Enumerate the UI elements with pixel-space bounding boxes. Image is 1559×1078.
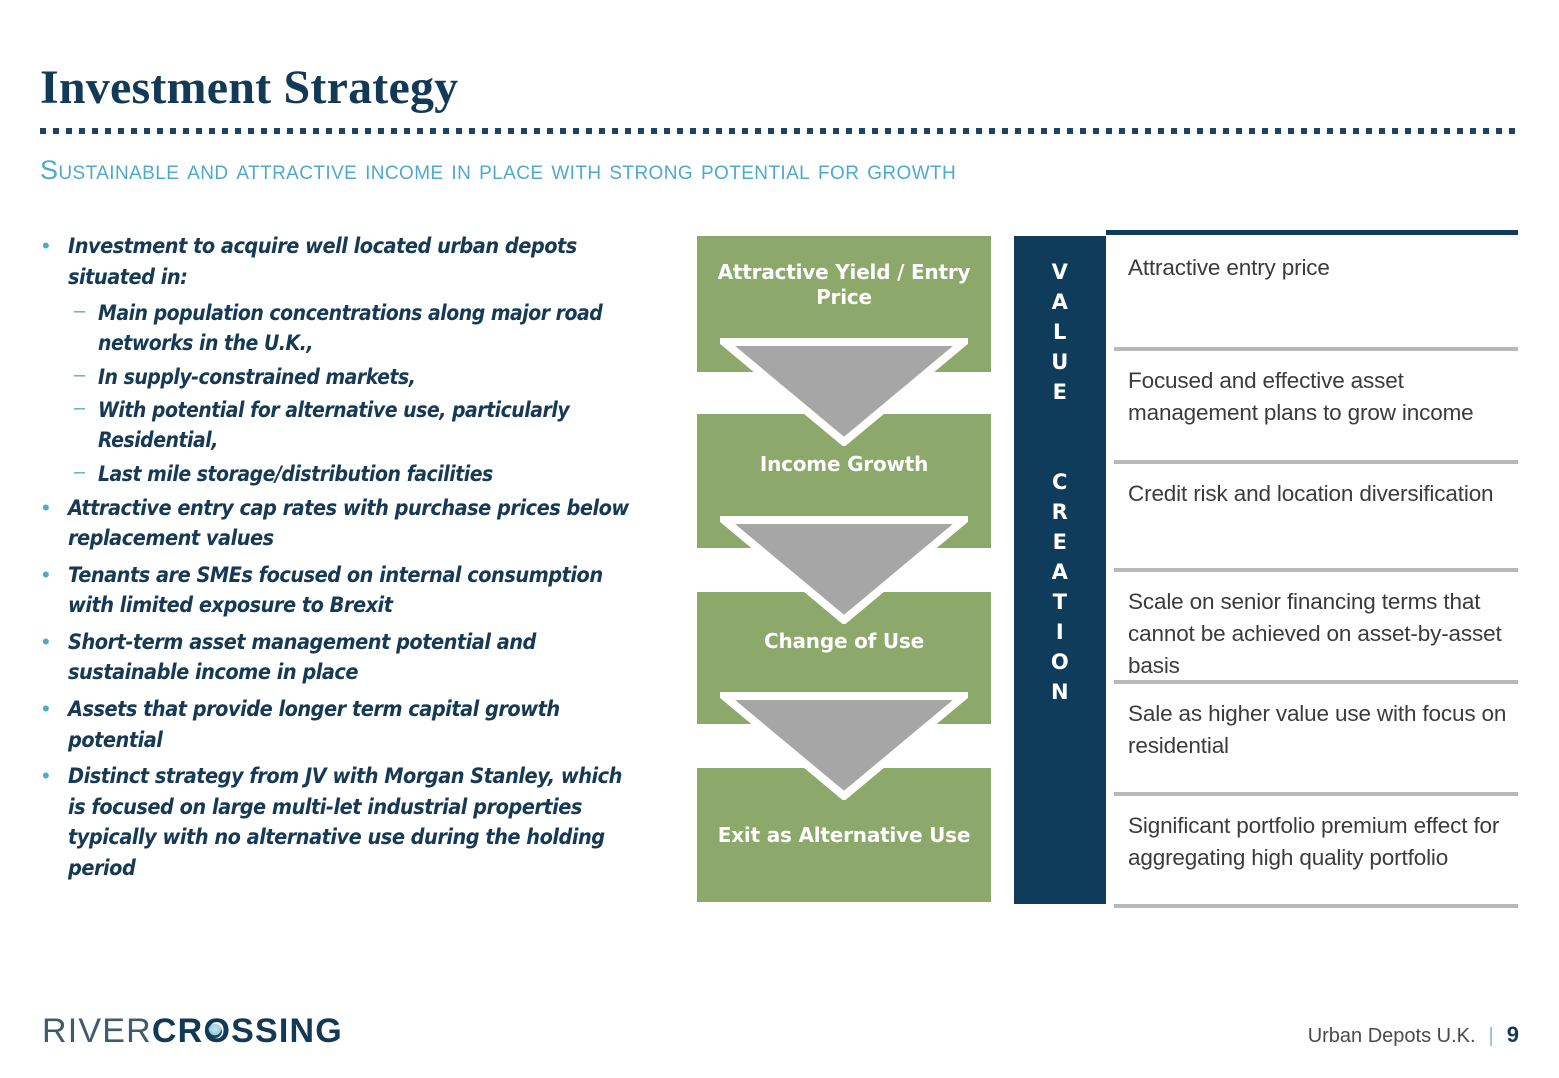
vc-letter: E — [1052, 380, 1068, 404]
list-item: • Short-term asset management potential … — [38, 628, 698, 689]
list-divider — [1114, 680, 1518, 684]
strategy-funnel-diagram: Attractive Yield / Entry Price Income Gr… — [697, 236, 991, 904]
funnel-stage-change-of-use: Change of Use — [697, 592, 991, 724]
vc-letter: R — [1051, 500, 1069, 524]
list-item: Sale as higher value use with focus on r… — [1106, 688, 1518, 792]
logo-text-ssing: SSING — [231, 1012, 343, 1050]
funnel-stage-label: Exit as Alternative Use — [717, 822, 971, 847]
logo-text-cr: CR — [151, 1012, 204, 1050]
vc-letter: A — [1051, 290, 1069, 314]
company-logo: RIVERCROSSING — [42, 1012, 343, 1051]
list-item: Focused and effective asset management p… — [1106, 355, 1518, 460]
list-item-label: Tenants are SMEs focused on internal con… — [68, 562, 603, 619]
funnel-stage-label: Income Growth — [759, 451, 929, 476]
bullet-marker-icon: • — [42, 763, 50, 789]
list-item-label: Main population concentrations along maj… — [98, 301, 603, 355]
list-divider — [1114, 568, 1518, 572]
list-item-label: Focused and effective asset management p… — [1128, 368, 1474, 425]
bullet-marker-icon: • — [42, 494, 50, 520]
list-item: – In supply-constrained markets, — [70, 363, 698, 393]
list-item-label: Attractive entry price — [1128, 255, 1330, 280]
bullet-marker-icon: • — [42, 233, 50, 258]
footer-meta: Urban Depots U.K. | 9 — [1308, 1022, 1519, 1048]
funnel-stage-attractive-yield-entry-price: Attractive Yield / Entry Price — [697, 236, 991, 372]
footer-separator: | — [1488, 1025, 1494, 1047]
investment-criteria-list: • Investment to acquire well located urb… — [38, 232, 698, 890]
title-dotted-divider — [40, 128, 1518, 134]
list-item-label: Last mile storage/distribution facilitie… — [98, 462, 493, 487]
list-item-label: With potential for alternative use, part… — [98, 398, 570, 453]
logo-o-swirl-icon: O — [203, 1012, 231, 1051]
page-subtitle: Sustainable and Attractive Income In Pla… — [40, 155, 957, 185]
list-item-label: Distinct strategy from JV with Morgan St… — [68, 764, 622, 881]
list-item: • Distinct strategy from JV with Morgan … — [38, 762, 698, 884]
vc-letter: O — [1050, 650, 1070, 674]
list-item-label: Short-term asset management potential an… — [68, 629, 536, 686]
list-item: Credit risk and location diversification — [1106, 468, 1518, 568]
list-item-label: Assets that provide longer term capital … — [68, 697, 560, 753]
list-item-label: Significant portfolio premium effect for… — [1128, 813, 1500, 870]
vc-letter: I — [1055, 620, 1065, 644]
list-item-label: Scale on senior financing terms that can… — [1128, 589, 1502, 678]
list-item: – Main population concentrations along m… — [70, 299, 698, 359]
list-item: Attractive entry price — [1106, 242, 1518, 347]
vc-letter: A — [1051, 560, 1069, 584]
list-item-label: Sale as higher value use with focus on r… — [1128, 701, 1507, 758]
vc-letter: E — [1052, 530, 1068, 554]
dash-marker-icon: – — [74, 461, 86, 484]
swirl-icon — [208, 1024, 223, 1038]
project-name: Urban Depots U.K. — [1307, 1025, 1476, 1047]
bullet-marker-icon: • — [42, 628, 50, 654]
list-divider — [1114, 347, 1518, 351]
vc-letter: V — [1051, 260, 1069, 284]
list-divider — [1114, 904, 1518, 908]
vc-letter: C — [1052, 470, 1068, 494]
list-item: – Last mile storage/distribution facilit… — [70, 460, 698, 490]
funnel-stage-income-growth: Income Growth — [697, 414, 991, 548]
logo-text-river: RIVER — [42, 1012, 152, 1050]
list-item-label: Investment to acquire well located urban… — [68, 234, 577, 290]
bullet-marker-icon: • — [42, 696, 50, 721]
vc-letter: N — [1050, 680, 1070, 704]
list-divider — [1114, 792, 1518, 796]
bullet-marker-icon: • — [42, 561, 50, 587]
list-item: – With potential for alternative use, pa… — [70, 396, 698, 456]
vc-letter: L — [1053, 320, 1067, 344]
list-top-rule — [1106, 230, 1518, 235]
list-item-label: Credit risk and location diversification — [1128, 481, 1494, 506]
dash-marker-icon: – — [74, 363, 86, 386]
list-divider — [1114, 460, 1518, 464]
value-creation-bar: V A L U E · · C R E A T I O N — [1014, 236, 1106, 904]
vc-letter: T — [1052, 590, 1068, 614]
funnel-stage-label: Change of Use — [763, 628, 924, 653]
value-creation-list: Attractive entry price Focused and effec… — [1106, 230, 1518, 908]
list-item: • Attractive entry cap rates with purcha… — [38, 494, 698, 555]
list-item: Scale on senior financing terms that can… — [1106, 576, 1518, 680]
list-item-label: In supply-constrained markets, — [98, 364, 416, 389]
list-item: Significant portfolio premium effect for… — [1106, 800, 1518, 908]
list-item: • Investment to acquire well located urb… — [38, 232, 698, 293]
funnel-stage-exit-as-alternative-use: Exit as Alternative Use — [697, 768, 991, 902]
list-item: • Assets that provide longer term capita… — [38, 695, 698, 756]
page-number: 9 — [1506, 1022, 1519, 1047]
list-item: • Tenants are SMEs focused on internal c… — [38, 561, 698, 622]
list-item-label: Attractive entry cap rates with purchase… — [68, 495, 629, 552]
page-title: Investment Strategy — [40, 61, 459, 114]
vc-letter: U — [1051, 350, 1069, 374]
dash-marker-icon: – — [74, 300, 86, 323]
dash-marker-icon: – — [74, 397, 86, 420]
funnel-stage-label: Attractive Yield / Entry Price — [717, 260, 971, 309]
